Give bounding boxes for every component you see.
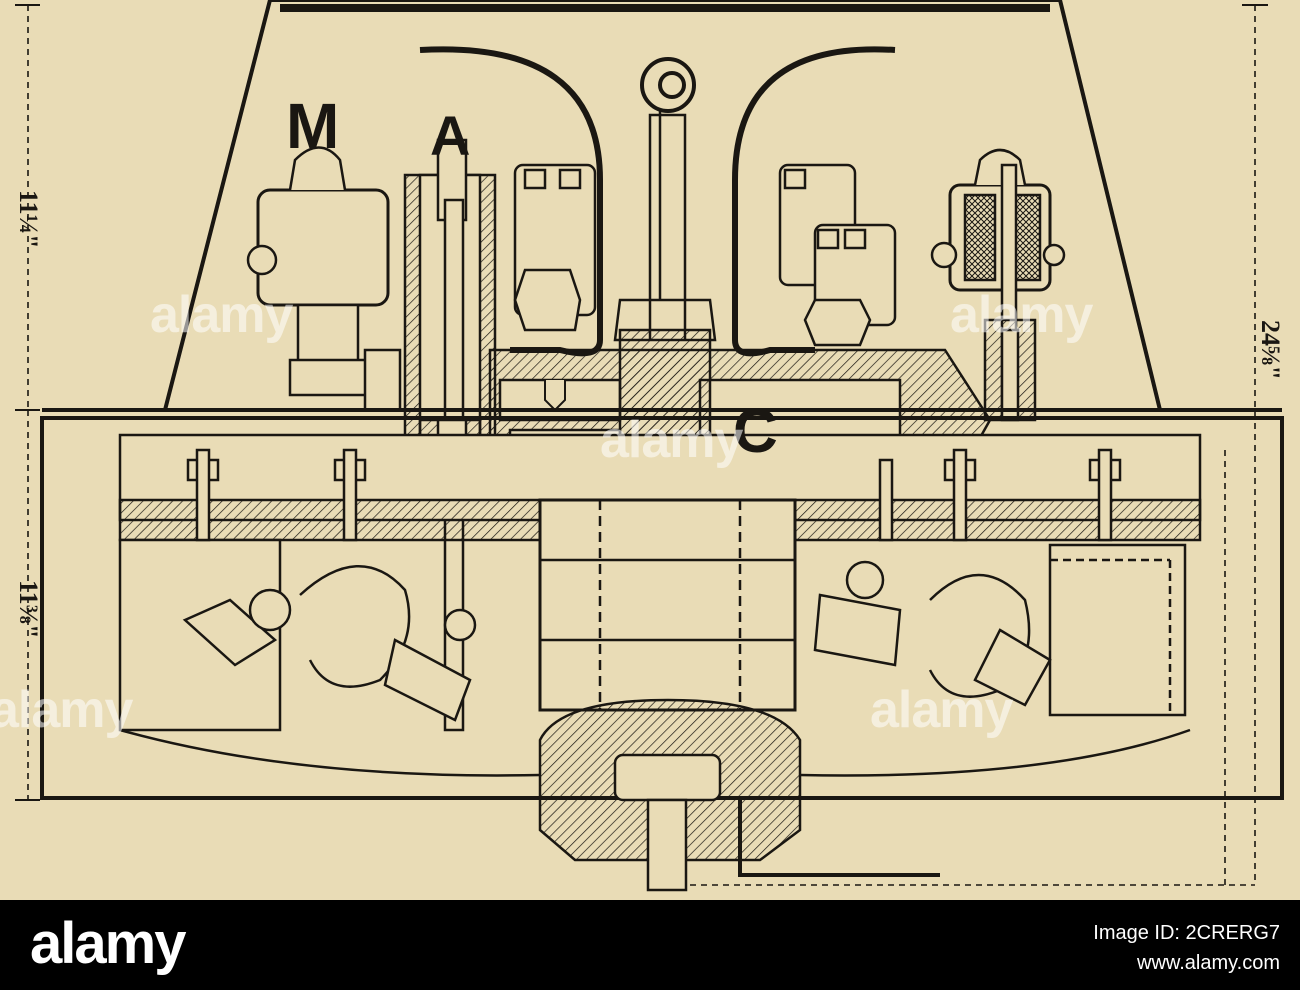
label-m: M xyxy=(286,90,339,162)
watermark-text: alamy xyxy=(870,681,1013,739)
watermark-text: alamy xyxy=(950,286,1093,344)
label-c: C xyxy=(733,397,778,466)
dimension-upper-left: 11¼" xyxy=(14,190,43,249)
stock-logo: alamy xyxy=(30,911,186,976)
dimension-lower-left: 11⅜" xyxy=(14,580,43,639)
rotor xyxy=(538,498,797,712)
diagram-plate: M A C 11¼" 11⅜" 24⅝" alamy alamy alamy a… xyxy=(0,0,1300,900)
stock-info-bar: alamy Image ID: 2CRERG7 www.alamy.com xyxy=(0,900,1300,990)
watermark-text: alamy xyxy=(0,681,133,739)
label-a: A xyxy=(430,104,470,167)
watermark-text: alamy xyxy=(150,286,293,344)
dimension-overall-right: 24⅝" xyxy=(1256,320,1285,380)
stock-url: www.alamy.com xyxy=(1137,952,1280,974)
motor-cross-section-drawing: M A C 11¼" 11⅜" 24⅝" xyxy=(14,0,1285,892)
image-id: Image ID: 2CRERG7 xyxy=(1093,922,1280,944)
watermark-text: alamy xyxy=(600,411,743,469)
